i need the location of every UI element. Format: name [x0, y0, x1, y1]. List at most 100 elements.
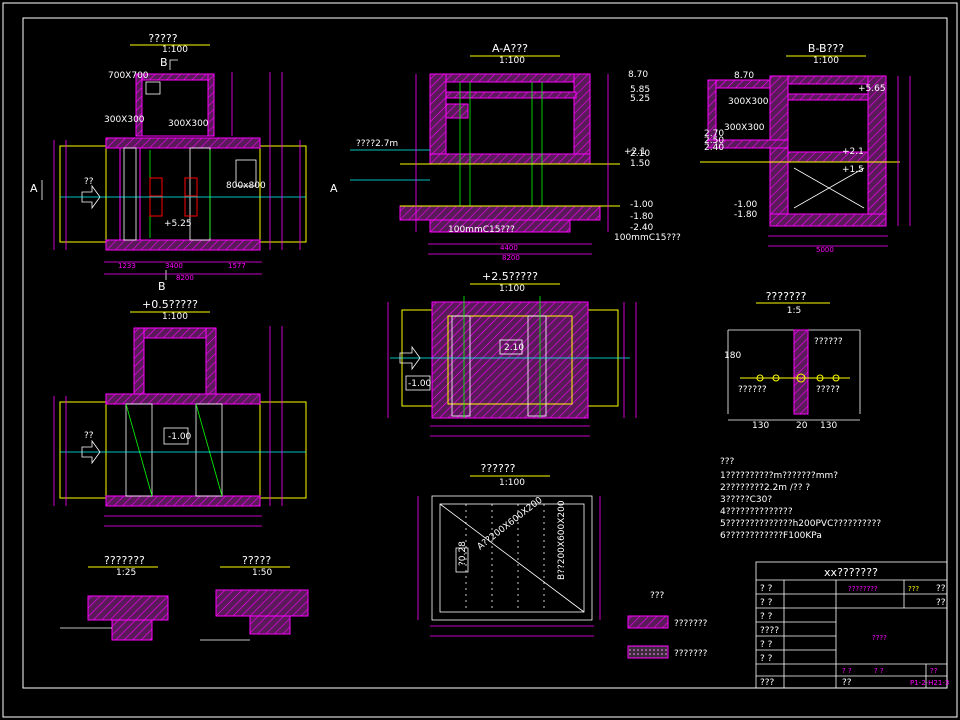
opening-label-mid: 300X300 — [104, 115, 145, 125]
notes-line-2: 2????????2.2m /?? ? — [720, 483, 810, 493]
title-block: xx??????? ? ? ? ? ? ? ???? ? ? ? ? ??? ?… — [755, 561, 949, 689]
detail-small1-scale: 1:25 — [116, 568, 136, 578]
legend-heading: ??? — [650, 591, 665, 601]
notes-line-5: 5??????????????h200PVC?????????? — [720, 519, 881, 529]
plan-25-elev: 2.10 — [504, 343, 524, 353]
aa-e210: 2.10 — [630, 149, 650, 159]
drawing-name: ???? — [872, 634, 887, 642]
detail-joint-view: ??????? 1:5 ?????? ?????? ????? 180 130 … — [724, 290, 861, 431]
aa-e150: 1.50 — [630, 159, 650, 169]
notes-line-3: 3?????C30? — [720, 495, 772, 505]
aa-em240: -2.40 — [630, 223, 654, 233]
section-aa-title: A-A??? — [492, 42, 528, 55]
opening-label-mid2: 300X300 — [168, 119, 209, 129]
detail-small2-view: ????? 1:50 — [200, 554, 309, 641]
plan-dim-e: 1577 — [228, 262, 246, 270]
joint-label2: ?????? — [738, 385, 767, 395]
tb-row-5: ? ? — [760, 640, 773, 650]
detail-small1-view: ??????? 1:25 — [60, 554, 169, 641]
plan-dim-b: 3400 — [165, 262, 183, 270]
plan-dim-a: 1233 — [118, 262, 136, 270]
tb-r1: ??? — [908, 585, 919, 593]
bb-e240: 2.40 — [704, 143, 724, 153]
tb-row-7: ??? — [760, 678, 775, 688]
tb-row-1: ? ? — [760, 584, 773, 594]
plan-25-elev-neg: -1.00 — [408, 379, 432, 389]
b-marker-bottom: B — [158, 280, 166, 293]
plan-25-view: +2.5????? 1:100 2.10 -1.00 — [387, 270, 637, 437]
section-bb-view: B-B??? 1:100 8.70 +5.65 +2.1 +1.5 -1.00 … — [700, 42, 911, 254]
section-aa-scale: 1:100 — [499, 56, 525, 66]
detail-small2-scale: 1:50 — [252, 568, 272, 578]
bb-opening2: 300X300 — [724, 123, 765, 133]
plan-05-scale: 1:100 — [162, 312, 188, 322]
joint-label3: ????? — [816, 385, 840, 395]
detail-joint-scale: 1:5 — [787, 306, 801, 316]
bb-e21: +2.1 — [842, 147, 864, 157]
section-aa-view: A-A??? 1:100 8.70 5.85 5.25 +2.1 2.10 1.… — [330, 42, 681, 262]
detail-small2-title: ????? — [242, 554, 271, 567]
bb-em100: -1.00 — [734, 200, 758, 210]
detail-small1-title: ??????? — [104, 554, 145, 567]
plan-top-title: ????? — [148, 32, 177, 45]
plan-top-scale: 1:100 — [162, 45, 188, 55]
plan-05-elev: -1.00 — [168, 432, 192, 442]
plan-05-view: +0.5????? 1:100 -1.00 ?? — [53, 298, 307, 527]
plan-25-scale: 1:100 — [499, 284, 525, 294]
section-bb-title: B-B??? — [808, 42, 844, 55]
aa-e585: 5.85 — [630, 85, 650, 95]
section-bb-scale: 1:100 — [813, 56, 839, 66]
aa-em180: -1.80 — [630, 212, 654, 222]
aa-e525: 5.25 — [630, 94, 650, 104]
bb-e870: 8.70 — [734, 71, 754, 81]
joint-label1: ?????? — [814, 337, 843, 347]
project-title: xx??????? — [824, 566, 878, 579]
opening-label-right: 800x800 — [226, 181, 266, 191]
plan-05-title: +0.5????? — [142, 298, 198, 311]
design-notes: ??? 1??????????m???????mm? 2????????2.2m… — [720, 457, 881, 541]
notes-line-4: 4?????????????? — [720, 507, 793, 517]
tb-row-2: ? ? — [760, 598, 773, 608]
tb-sheet: ?? — [842, 678, 852, 688]
aa-water: ????2.7m — [356, 139, 398, 149]
detail-joint-title: ??????? — [766, 290, 807, 303]
cover-side-text: B??200X600X200 — [557, 500, 567, 580]
cover-center: ?0.28 — [458, 541, 468, 566]
bb-em180: -1.80 — [734, 210, 758, 220]
aa-pipe: 100mmC15??? — [448, 225, 515, 235]
flow-out-label: ?? — [84, 431, 94, 441]
bb-e270: 2.70 — [704, 129, 724, 139]
tb-r2: ?? — [936, 584, 946, 594]
bb-dim: 5000 — [816, 246, 834, 254]
plan-elev-label: +5.25 — [164, 219, 192, 229]
plan-cover-title: ?????? — [480, 462, 515, 475]
bb-e565: +5.65 — [858, 84, 886, 94]
tb-mid1: ???????? — [848, 585, 878, 593]
bb-e250: 2.50 — [704, 136, 724, 146]
tb-row-4: ???? — [760, 626, 779, 636]
a-marker-right: A — [330, 182, 338, 195]
bb-opening: 300X300 — [728, 97, 769, 107]
inner-border — [22, 17, 948, 689]
flow-in-label: ?? — [84, 177, 94, 187]
legend-item1: ??????? — [674, 619, 708, 629]
tb-r4: ?? — [930, 667, 938, 675]
notes-line-6: 6????????????F100KPa — [720, 531, 822, 541]
tb-row-6: ? ? — [760, 654, 773, 664]
tb-row-3: ? ? — [760, 612, 773, 622]
tb-mid3: ? ? — [874, 667, 884, 675]
b-marker-top: B — [160, 56, 168, 69]
notes-heading: ??? — [720, 457, 735, 467]
opening-label-top: 700X700 — [108, 71, 149, 81]
plan-top-view: ????? 1:100 B 700X700 300X300 300X300 80… — [30, 32, 307, 293]
plan-cover-scale: 1:100 — [499, 478, 525, 488]
drawing-code: P1-2-H21-3 — [910, 679, 949, 687]
aa-dim2: 4400 — [500, 244, 518, 252]
aa-dim: 8200 — [502, 254, 520, 262]
aa-em100: -1.00 — [630, 200, 654, 210]
aa-pipe2: 100mmC15??? — [614, 233, 681, 243]
aa-e21: +2.1 — [624, 147, 646, 157]
legend: ??? ??????? ??????? — [627, 591, 708, 659]
joint-dim: 180 — [724, 351, 741, 361]
